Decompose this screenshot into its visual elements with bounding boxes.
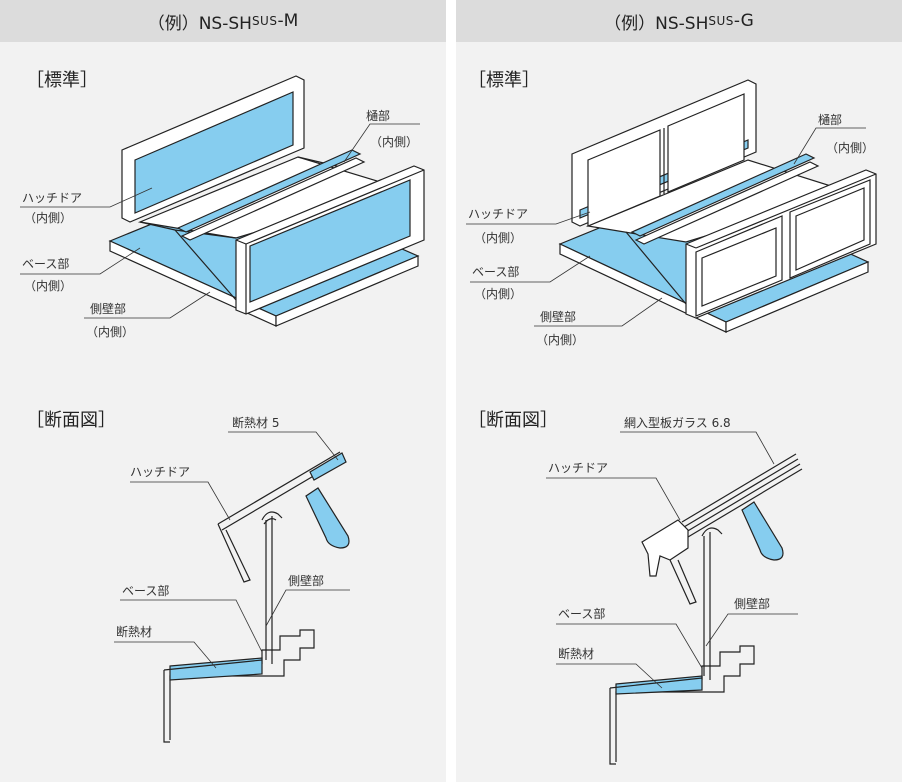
- label-hatch: ハッチドア: [22, 191, 82, 205]
- drip-lug: [305, 487, 350, 549]
- side-wall-front-inner: [249, 179, 411, 303]
- label-gutter: 樋部: [366, 108, 390, 123]
- label-cross-insulation: 断熱材: [558, 646, 594, 661]
- label-cross-top: 断熱材 5: [232, 415, 279, 430]
- label-side-inner: （内側）: [86, 325, 134, 339]
- label-gutter-inner: （内側）: [826, 141, 874, 155]
- header-model-sub: SUS: [708, 14, 734, 28]
- header-model: （例）NS-SH: [147, 13, 252, 34]
- label-cross-side: 側壁部: [288, 573, 324, 588]
- label-side-inner: （内側）: [536, 333, 584, 347]
- cross-section: [609, 453, 803, 765]
- gutter: [176, 149, 362, 233]
- cross-section: [163, 451, 350, 743]
- label-base-inner: （内側）: [474, 287, 522, 301]
- label-cross-side: 側壁部: [734, 596, 770, 611]
- label-hatch: ハッチドア: [468, 207, 528, 221]
- label-base: ベース部: [22, 256, 69, 271]
- label-side: 側壁部: [90, 301, 126, 316]
- label-cross-base: ベース部: [558, 606, 605, 621]
- base-plate-edge-side: [275, 255, 419, 327]
- header-model-suffix: -M: [277, 11, 299, 31]
- diagram-left: 樋部 （内側） ハッチドア （内側） ベース部 （内側） 側壁部 （内側）: [20, 75, 425, 743]
- header-model-sub: SUS: [251, 14, 278, 28]
- insulation-strip: [169, 657, 263, 681]
- diagram-right: 樋部 （内側） ハッチドア （内側） ベース部 （内側） 側壁部 （内側）: [466, 79, 877, 765]
- label-cross-base: ベース部: [122, 583, 169, 598]
- header-model-suffix: -G: [733, 11, 754, 31]
- label-gutter: 樋部: [818, 112, 842, 127]
- section-title-cross: ［断面図］: [468, 410, 558, 431]
- label-cross-top: 網入型板ガラス 6.8: [624, 416, 731, 430]
- drip-lug: [741, 501, 784, 561]
- label-hatch-inner: （内側）: [474, 231, 522, 245]
- label-base-inner: （内側）: [24, 279, 72, 293]
- section-title-standard: ［標準］: [468, 70, 540, 91]
- iso-view: [108, 75, 425, 327]
- section-title-cross: ［断面図］: [26, 410, 116, 431]
- iso-view: [558, 79, 877, 333]
- label-cross-insulation: 断熱材: [116, 624, 152, 639]
- label-cross-hatch: ハッチドア: [548, 461, 608, 475]
- gutter: [630, 153, 816, 237]
- header-model: （例）NS-SH: [604, 13, 709, 34]
- label-hatch-inner: （内側）: [24, 211, 72, 225]
- section-title-standard: ［標準］: [26, 70, 98, 91]
- label-cross-hatch: ハッチドア: [130, 465, 190, 479]
- hatch-frame: [641, 519, 689, 577]
- label-side: 側壁部: [540, 309, 576, 324]
- label-gutter-inner: （内側）: [370, 135, 418, 149]
- label-base: ベース部: [472, 264, 519, 279]
